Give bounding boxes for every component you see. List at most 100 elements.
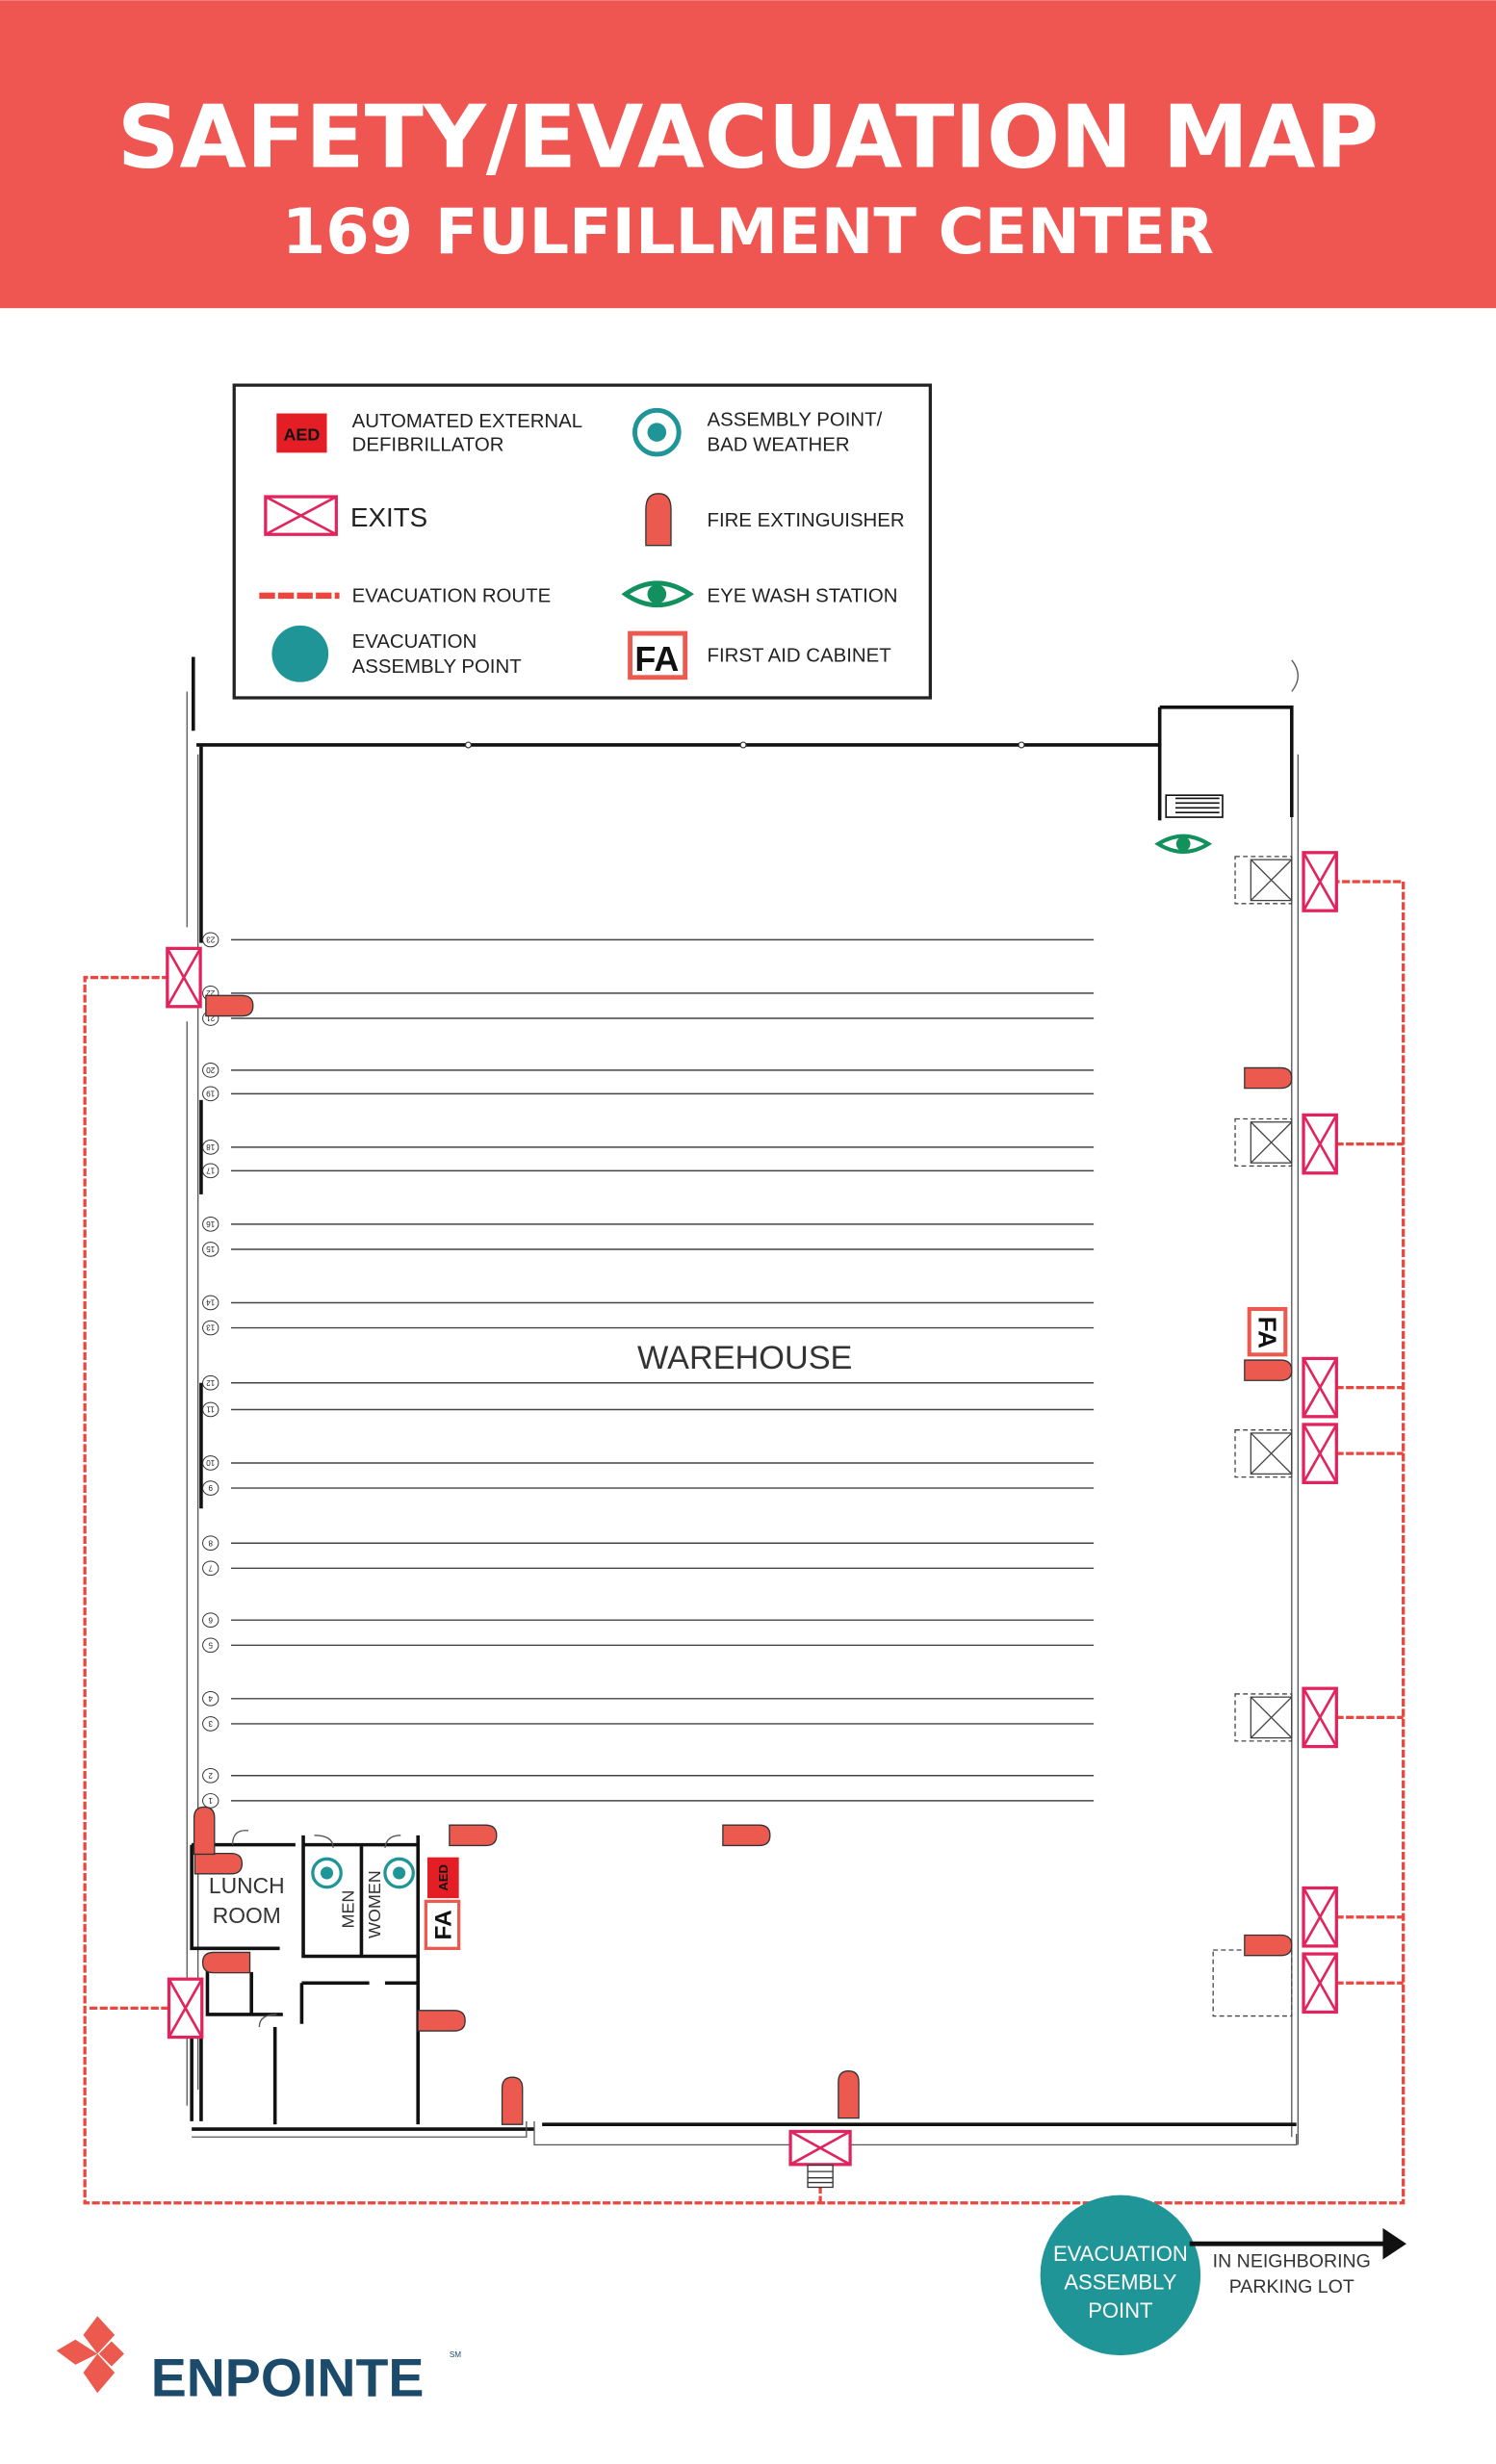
aisle-marker	[202, 1374, 219, 1391]
fire-extinguisher-icon	[193, 1852, 244, 1875]
page-subtitle: 169 FULFILLMENT CENTER	[282, 195, 1214, 269]
legend-eap-line2: ASSEMBLY POINT	[352, 656, 522, 678]
legend-eye-wash: EYE WASH STATION	[708, 585, 898, 606]
aisle-marker	[202, 1163, 219, 1179]
aisle-label: 15	[206, 1245, 216, 1253]
aisle-marker	[202, 1086, 219, 1102]
legend-exits: EXITS	[350, 502, 427, 532]
assembly-point-icon	[271, 625, 329, 682]
aisle-marker	[202, 1637, 219, 1654]
aisle-marker	[202, 1716, 219, 1732]
exit-marker	[1302, 1952, 1338, 2015]
assembly-note-2: PARKING LOT	[1229, 2276, 1354, 2297]
aisle-label: 14	[206, 1298, 216, 1307]
aisle-marker	[202, 1242, 219, 1257]
bad-weather-point-women	[383, 1857, 415, 1889]
dock-door	[1234, 856, 1293, 905]
aisle-label: 4	[208, 1694, 213, 1703]
exit-marker	[788, 2129, 852, 2167]
exit-marker	[1302, 1686, 1338, 1749]
office-walls	[190, 1830, 421, 2125]
svg-text:AED: AED	[283, 424, 320, 444]
exit-marker	[1302, 1423, 1338, 1484]
first-aid-marker-office: FA	[424, 1899, 461, 1950]
legend-bw-line1: ASSEMBLY POINT/	[708, 410, 883, 431]
aisle-marker	[202, 1217, 219, 1232]
aisle-label: 22	[206, 988, 216, 997]
exit-marker	[1302, 851, 1338, 912]
legend-aed-line1: AUTOMATED EXTERNAL	[352, 411, 582, 432]
svg-text:FA: FA	[634, 639, 679, 679]
aisle-label: 5	[208, 1640, 213, 1649]
women-room-label: WOMEN	[365, 1870, 384, 1938]
legend-first-aid: FIRST AID CABINET	[708, 645, 891, 666]
fire-extinguisher-icon	[838, 2070, 860, 2119]
arrow-right-icon	[1189, 2227, 1406, 2260]
exits	[166, 851, 1338, 2167]
svg-text:ENPOINTE: ENPOINTE	[151, 2348, 425, 2408]
stairs	[1165, 794, 1224, 818]
svg-text:POINT: POINT	[1088, 2298, 1152, 2323]
aisle-label: 7	[208, 1563, 213, 1572]
aisle-label: 2	[208, 1771, 213, 1780]
men-room-label: MEN	[338, 1890, 357, 1929]
fire-extinguishers	[193, 994, 1293, 2125]
exit-icon	[264, 495, 338, 536]
exit-marker	[166, 946, 202, 1009]
aisle-marker	[202, 932, 219, 948]
evacuation-routes	[83, 880, 1406, 2205]
aisle-marker	[202, 1140, 219, 1155]
exit-marker	[1302, 1113, 1338, 1175]
aisle-label: 3	[208, 1719, 213, 1728]
fire-extinguisher-icon	[193, 1806, 216, 1856]
fire-extinguisher-icon	[501, 2076, 524, 2125]
aisle-marker	[202, 1455, 219, 1471]
first-aid-icon: FA	[628, 630, 688, 680]
fire-extinguisher-icon	[449, 1824, 498, 1847]
aisle-label: 12	[206, 1378, 216, 1387]
svg-text:FA: FA	[1253, 1317, 1282, 1349]
aisle-marker	[202, 1767, 219, 1784]
fire-extinguisher-icon	[417, 2010, 466, 2032]
exit-marker	[1302, 1886, 1338, 1948]
aisle-marker	[202, 1063, 219, 1078]
aisle-label: 8	[208, 1538, 213, 1547]
dock-door	[1212, 1949, 1293, 2017]
aisle-label: 6	[208, 1615, 213, 1624]
aisle-label: 1	[208, 1796, 213, 1805]
header-banner	[0, 0, 1496, 309]
aed-icon: AED	[276, 413, 327, 453]
aisle-marker	[202, 1690, 219, 1707]
aisle-label: 19	[206, 1089, 216, 1097]
svg-text:EVACUATION: EVACUATION	[1053, 2242, 1188, 2266]
aisle-label: 13	[206, 1323, 216, 1332]
fire-extinguisher-icon	[722, 1824, 771, 1847]
assembly-note-1: IN NEIGHBORING	[1213, 2251, 1371, 2272]
page-title: SAFETY/EVACUATION MAP	[117, 88, 1379, 188]
fire-extinguisher-icon	[1244, 1934, 1293, 1957]
svg-text:FA: FA	[430, 1910, 456, 1940]
fire-extinguisher-icon	[1244, 1359, 1293, 1381]
warehouse-label: WAREHOUSE	[637, 1340, 852, 1376]
eye-wash-station	[1154, 834, 1213, 855]
dock-doors	[1212, 856, 1293, 2017]
aisle-label: 21	[206, 1014, 216, 1022]
aisle-marker	[202, 1295, 219, 1311]
aisle-label: 16	[206, 1219, 216, 1228]
aisle-label: 23	[206, 935, 216, 943]
aisle-marker	[202, 1401, 219, 1418]
bad-weather-point-icon	[632, 407, 682, 457]
dock-door	[1234, 1117, 1293, 1168]
aisle-label: 18	[206, 1142, 216, 1151]
exit-marker	[1302, 1356, 1338, 1419]
legend-aed-line2: DEFIBRILLATOR	[352, 435, 504, 456]
fire-extinguisher-icon	[201, 1951, 251, 1974]
dock-door	[1234, 1693, 1293, 1742]
eye-wash-icon	[621, 580, 695, 607]
aisle-label: 10	[206, 1458, 216, 1467]
aed-marker: AED	[427, 1857, 459, 1899]
aisle-label: 9	[208, 1483, 213, 1492]
lunch-room-label-2: ROOM	[213, 1903, 281, 1928]
